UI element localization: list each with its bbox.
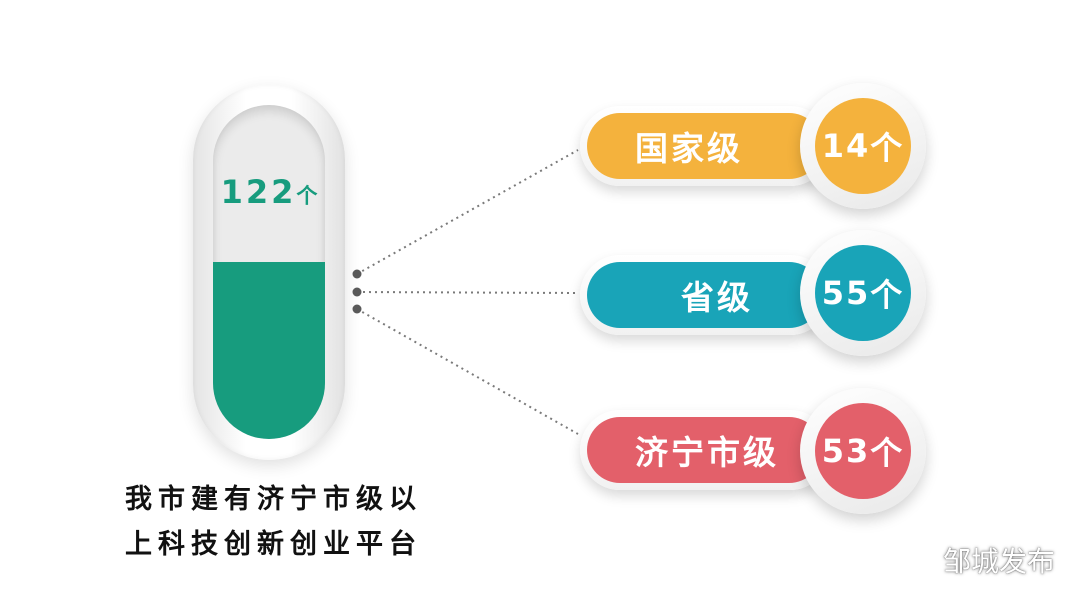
- connector-line: [356, 149, 579, 275]
- total-value: 122: [220, 173, 297, 211]
- category-unit: 个: [870, 434, 905, 472]
- category-pill: 省级: [580, 255, 830, 335]
- capsule-fill-level: [213, 261, 325, 439]
- connector-dot: [352, 287, 362, 297]
- category-pill: 国家级: [580, 106, 830, 186]
- total-label: 122个: [213, 173, 325, 211]
- caption-line-1: 我市建有济宁市级以: [125, 484, 422, 515]
- category-value: 53: [821, 432, 871, 470]
- connector-line: [356, 291, 579, 294]
- wechat-icon: [893, 542, 936, 576]
- category-label: 省级: [587, 262, 822, 328]
- total-capsule: 122个: [193, 84, 345, 460]
- category-value: 55: [821, 274, 871, 312]
- category-unit: 个: [870, 276, 905, 314]
- connector-line: [356, 308, 579, 435]
- total-unit: 个: [296, 184, 318, 208]
- watermark: 邹城发布: [893, 535, 1055, 585]
- category-value: 14: [821, 127, 871, 165]
- category-label: 国家级: [587, 113, 822, 179]
- category-label: 济宁市级: [587, 417, 822, 483]
- connector-dot: [352, 269, 362, 279]
- category-pill: 济宁市级: [580, 410, 830, 490]
- category-unit: 个: [870, 129, 905, 167]
- capsule-tube: 122个: [213, 105, 325, 439]
- connector-dot: [352, 304, 362, 314]
- watermark-text: 邹城发布: [943, 545, 1056, 578]
- caption-line-2: 上科技创新创业平台: [125, 529, 422, 560]
